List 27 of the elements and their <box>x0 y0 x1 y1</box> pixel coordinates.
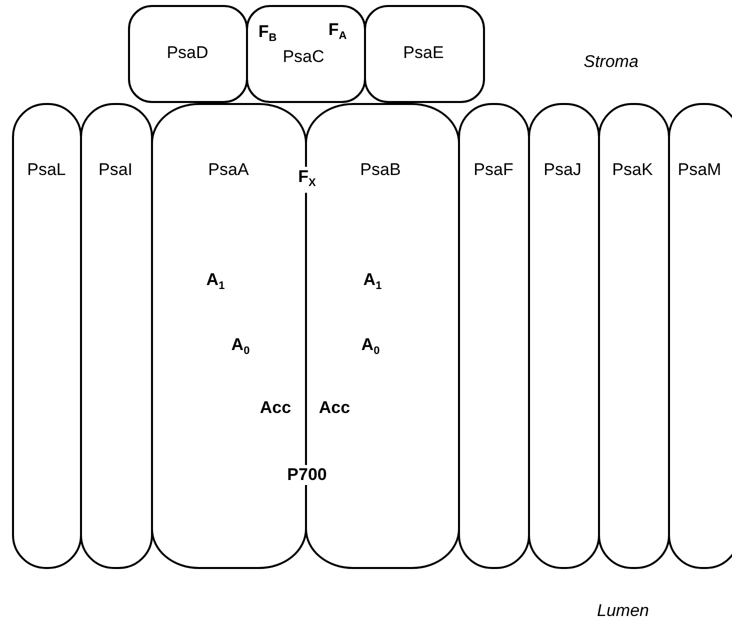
cofactor-label: A$_{1}$ <box>206 269 225 294</box>
cofactor-label: F$_{B}$ <box>258 21 277 46</box>
cofactor-label: A$_{1}$ <box>363 269 382 294</box>
subunit-label: PsaI <box>98 160 133 180</box>
membrane-subunit <box>668 103 732 569</box>
membrane-subunit <box>458 103 530 569</box>
membrane-subunit <box>80 103 153 569</box>
subunit-label: PsaD <box>166 42 208 62</box>
subunit-label: PsaM <box>678 160 722 180</box>
protein-subunit-box <box>246 5 366 103</box>
subunit-label: PsaF <box>474 160 514 180</box>
cofactor-label: A$_{0}$ <box>231 334 250 359</box>
subunit-label: PsaK <box>612 160 653 180</box>
cofactor-label: A$_{0}$ <box>361 334 380 359</box>
cofactor-label: F$_{A}$ <box>328 19 347 44</box>
subunit-label: PsaA <box>208 160 249 180</box>
cofactor-label: P700 <box>285 465 329 485</box>
subunit-label: PsaC <box>282 46 324 66</box>
cofactor-label: Acc <box>318 398 350 418</box>
cofactor-label: Acc <box>260 398 292 418</box>
cofactor-label: F$_{X}$ <box>296 166 318 194</box>
protein-subunit-box <box>364 5 485 103</box>
protein-subunit-box <box>128 5 248 103</box>
subunit-label: PsaJ <box>544 160 582 180</box>
subunit-label: PsaL <box>27 160 66 180</box>
subunit-label: PsaE <box>403 42 444 62</box>
subunit-label: PsaB <box>360 160 401 180</box>
